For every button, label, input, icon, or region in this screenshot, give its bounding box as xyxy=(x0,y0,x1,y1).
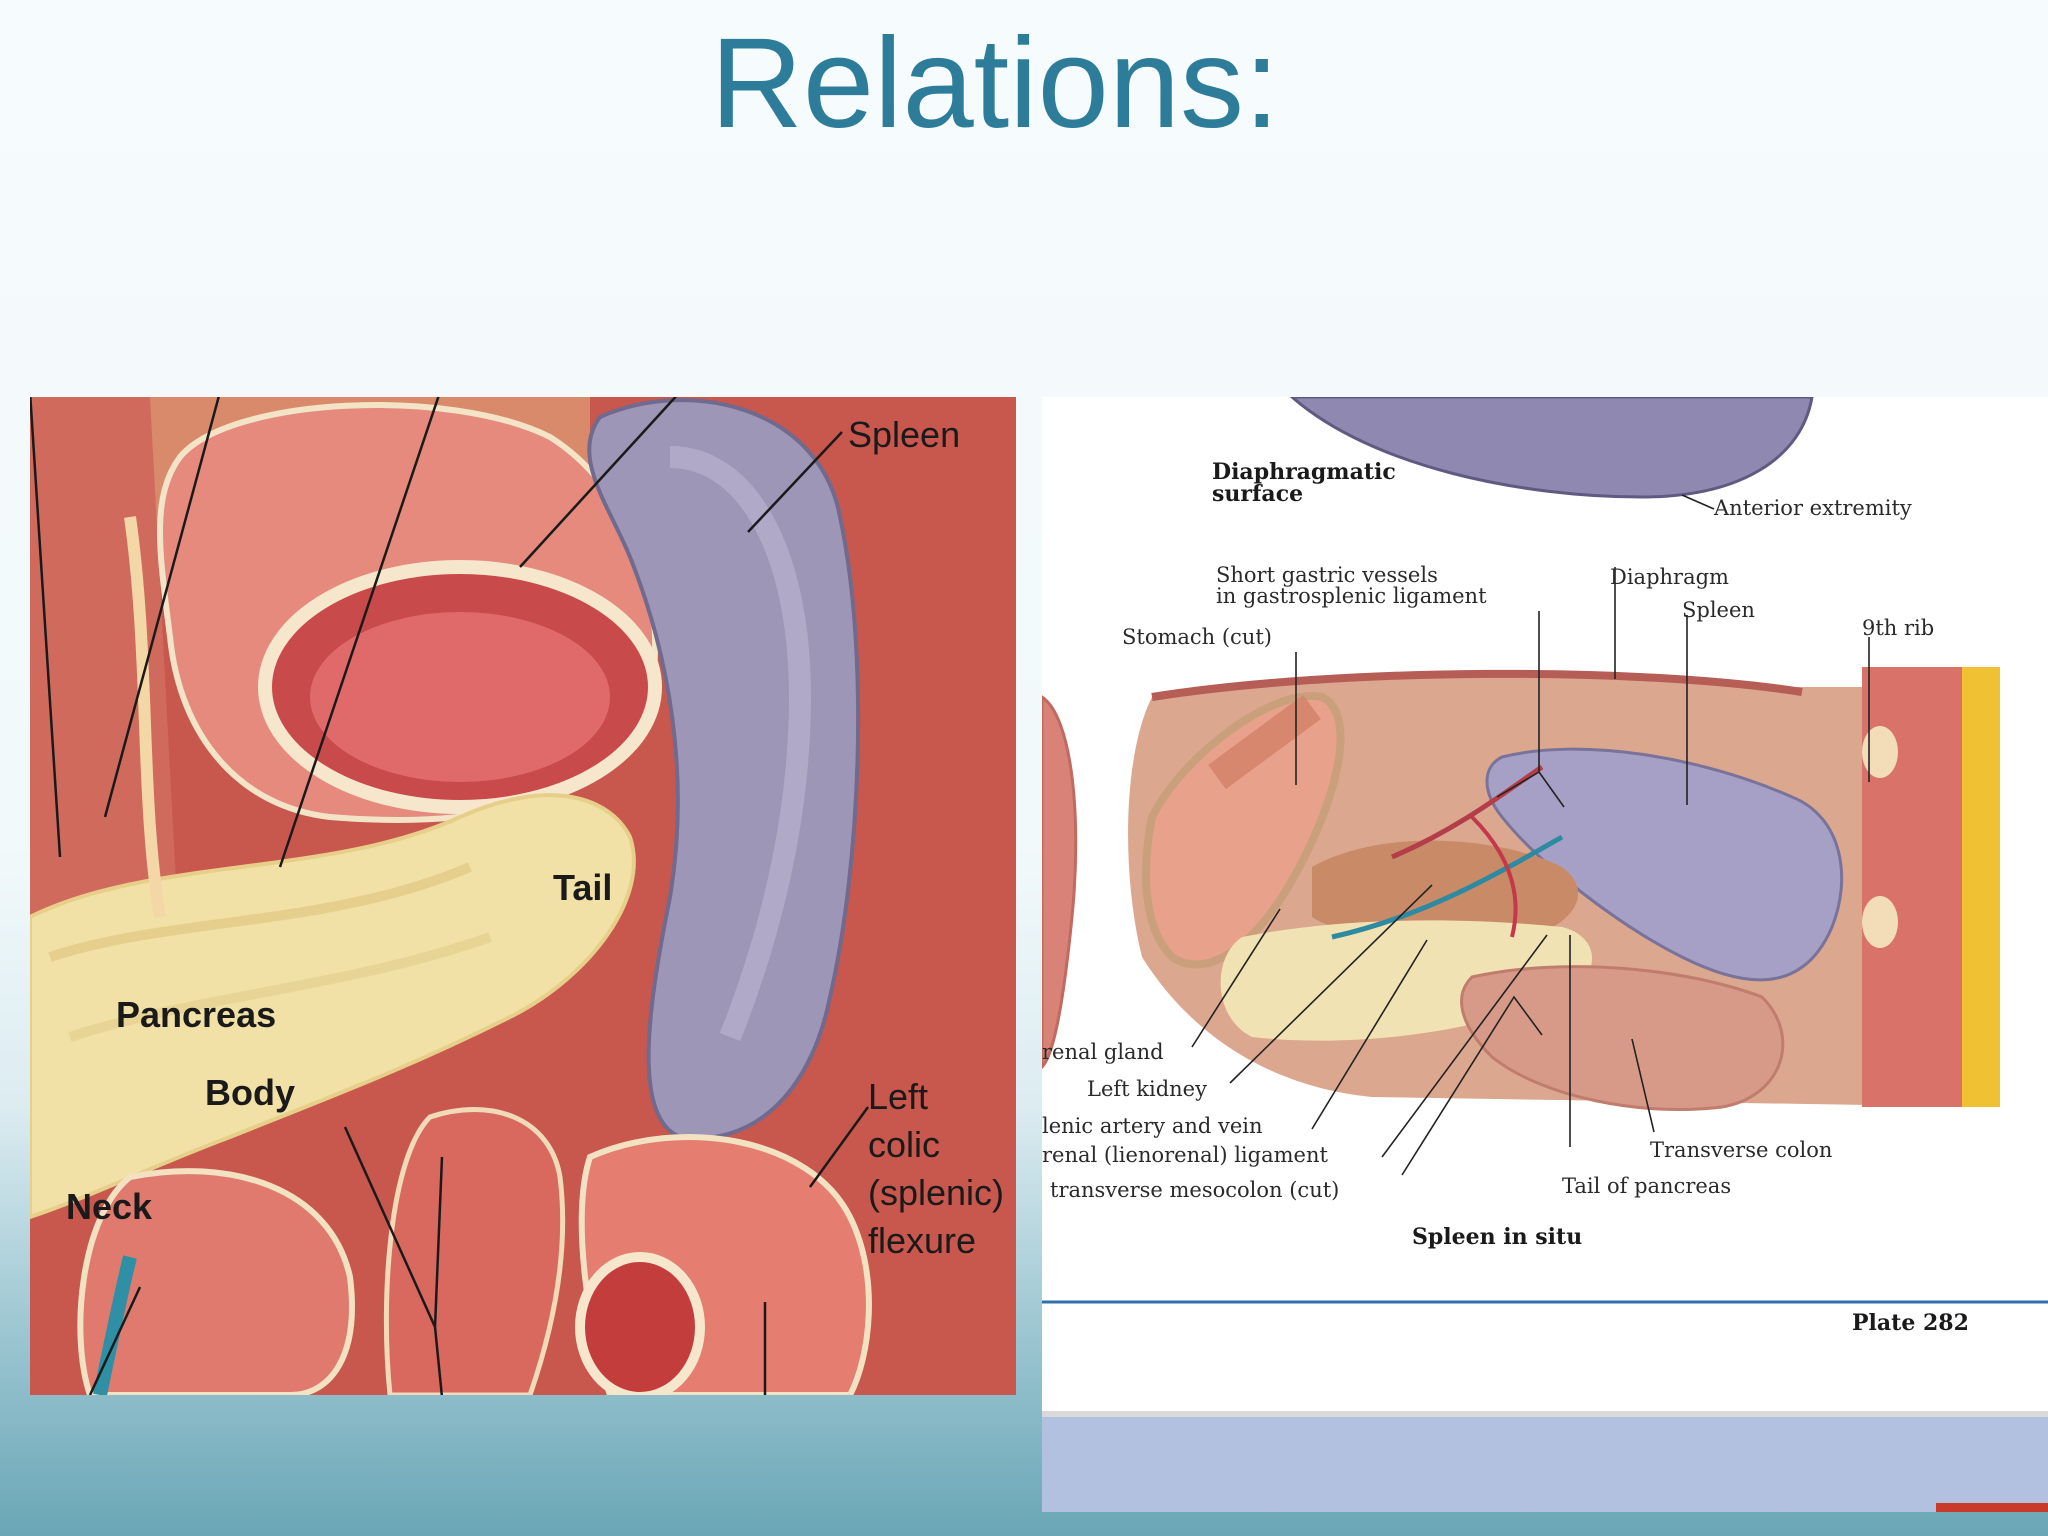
figure-caption: Spleen in situ xyxy=(1412,1224,1582,1250)
label-tail-of-pancreas: Tail of pancreas xyxy=(1562,1174,1731,1198)
label-left-kidney: Left kidney xyxy=(1087,1077,1207,1101)
slide-title: Relations: xyxy=(710,12,1280,155)
label-flexure-line1: Left xyxy=(868,1076,928,1117)
lienorenal-ligament-leader xyxy=(1381,934,1548,1158)
label-short-gastric-1: Short gastric vessels xyxy=(1216,563,1438,587)
splenic-artery-leader xyxy=(1311,939,1428,1130)
short-gastric-leader xyxy=(1496,611,1565,808)
label-diaphragm: Diaphragm xyxy=(1610,565,1729,589)
plate-number: Plate 282 xyxy=(1852,1310,1969,1336)
anterior-extremity-leader xyxy=(1681,494,1715,510)
label-renal-gland: renal gland xyxy=(1042,1040,1164,1064)
leader-line xyxy=(30,397,62,858)
label-splenic-artery-vein: lenic artery and vein xyxy=(1042,1114,1263,1138)
leader-line xyxy=(278,397,440,868)
label-flexure-line2: colic xyxy=(868,1124,940,1165)
label-anterior-extremity: Anterior extremity xyxy=(1713,496,1912,520)
label-tail: Tail xyxy=(553,867,612,908)
label-spleen: Spleen xyxy=(1682,598,1755,622)
label-flexure-line3: (splenic) xyxy=(868,1172,1004,1213)
label-ninth-rib: 9th rib xyxy=(1862,616,1934,640)
leader-line xyxy=(88,1286,142,1395)
leader-line xyxy=(519,397,678,568)
spleen-in-situ-drawing: Diaphragmatic surface Anterior extremity… xyxy=(1042,397,2048,1512)
label-body: Body xyxy=(205,1072,295,1113)
spleen-in-situ-plate: Diaphragmatic surface Anterior extremity… xyxy=(1042,397,2048,1512)
label-diaphragmatic-surface-2: surface xyxy=(1212,481,1303,507)
accent-bar xyxy=(1936,1503,2048,1512)
label-stomach-cut: Stomach (cut) xyxy=(1122,625,1272,649)
label-lienorenal-ligament: renal (lienorenal) ligament xyxy=(1042,1143,1328,1167)
leader-line xyxy=(433,1156,444,1328)
label-flexure-line4: flexure xyxy=(868,1220,976,1261)
label-short-gastric-2: in gastrosplenic ligament xyxy=(1216,584,1487,608)
left-kidney-leader xyxy=(1229,884,1433,1084)
label-transverse-mesocolon: transverse mesocolon (cut) xyxy=(1050,1178,1339,1202)
footer-band xyxy=(1042,1415,2048,1512)
leader-line xyxy=(103,397,220,818)
label-transverse-colon: Transverse colon xyxy=(1650,1138,1832,1162)
pancreas-spleen-drawing: Spleen Tail Pancreas Body Neck Left coli… xyxy=(30,397,1016,1395)
renal-gland-leader xyxy=(1191,908,1281,1048)
mesocolon-leader xyxy=(1401,995,1543,1176)
label-spleen: Spleen xyxy=(848,414,960,455)
flexure-leader-line xyxy=(808,1106,870,1188)
label-neck: Neck xyxy=(66,1186,153,1227)
transverse-colon-leader xyxy=(1631,1038,1655,1133)
label-pancreas: Pancreas xyxy=(116,994,276,1035)
label-diaphragmatic-surface-1: Diaphragmatic xyxy=(1212,459,1396,485)
pancreas-spleen-illustration: Spleen Tail Pancreas Body Neck Left coli… xyxy=(30,397,1016,1395)
spleen-leader-line xyxy=(747,431,843,533)
